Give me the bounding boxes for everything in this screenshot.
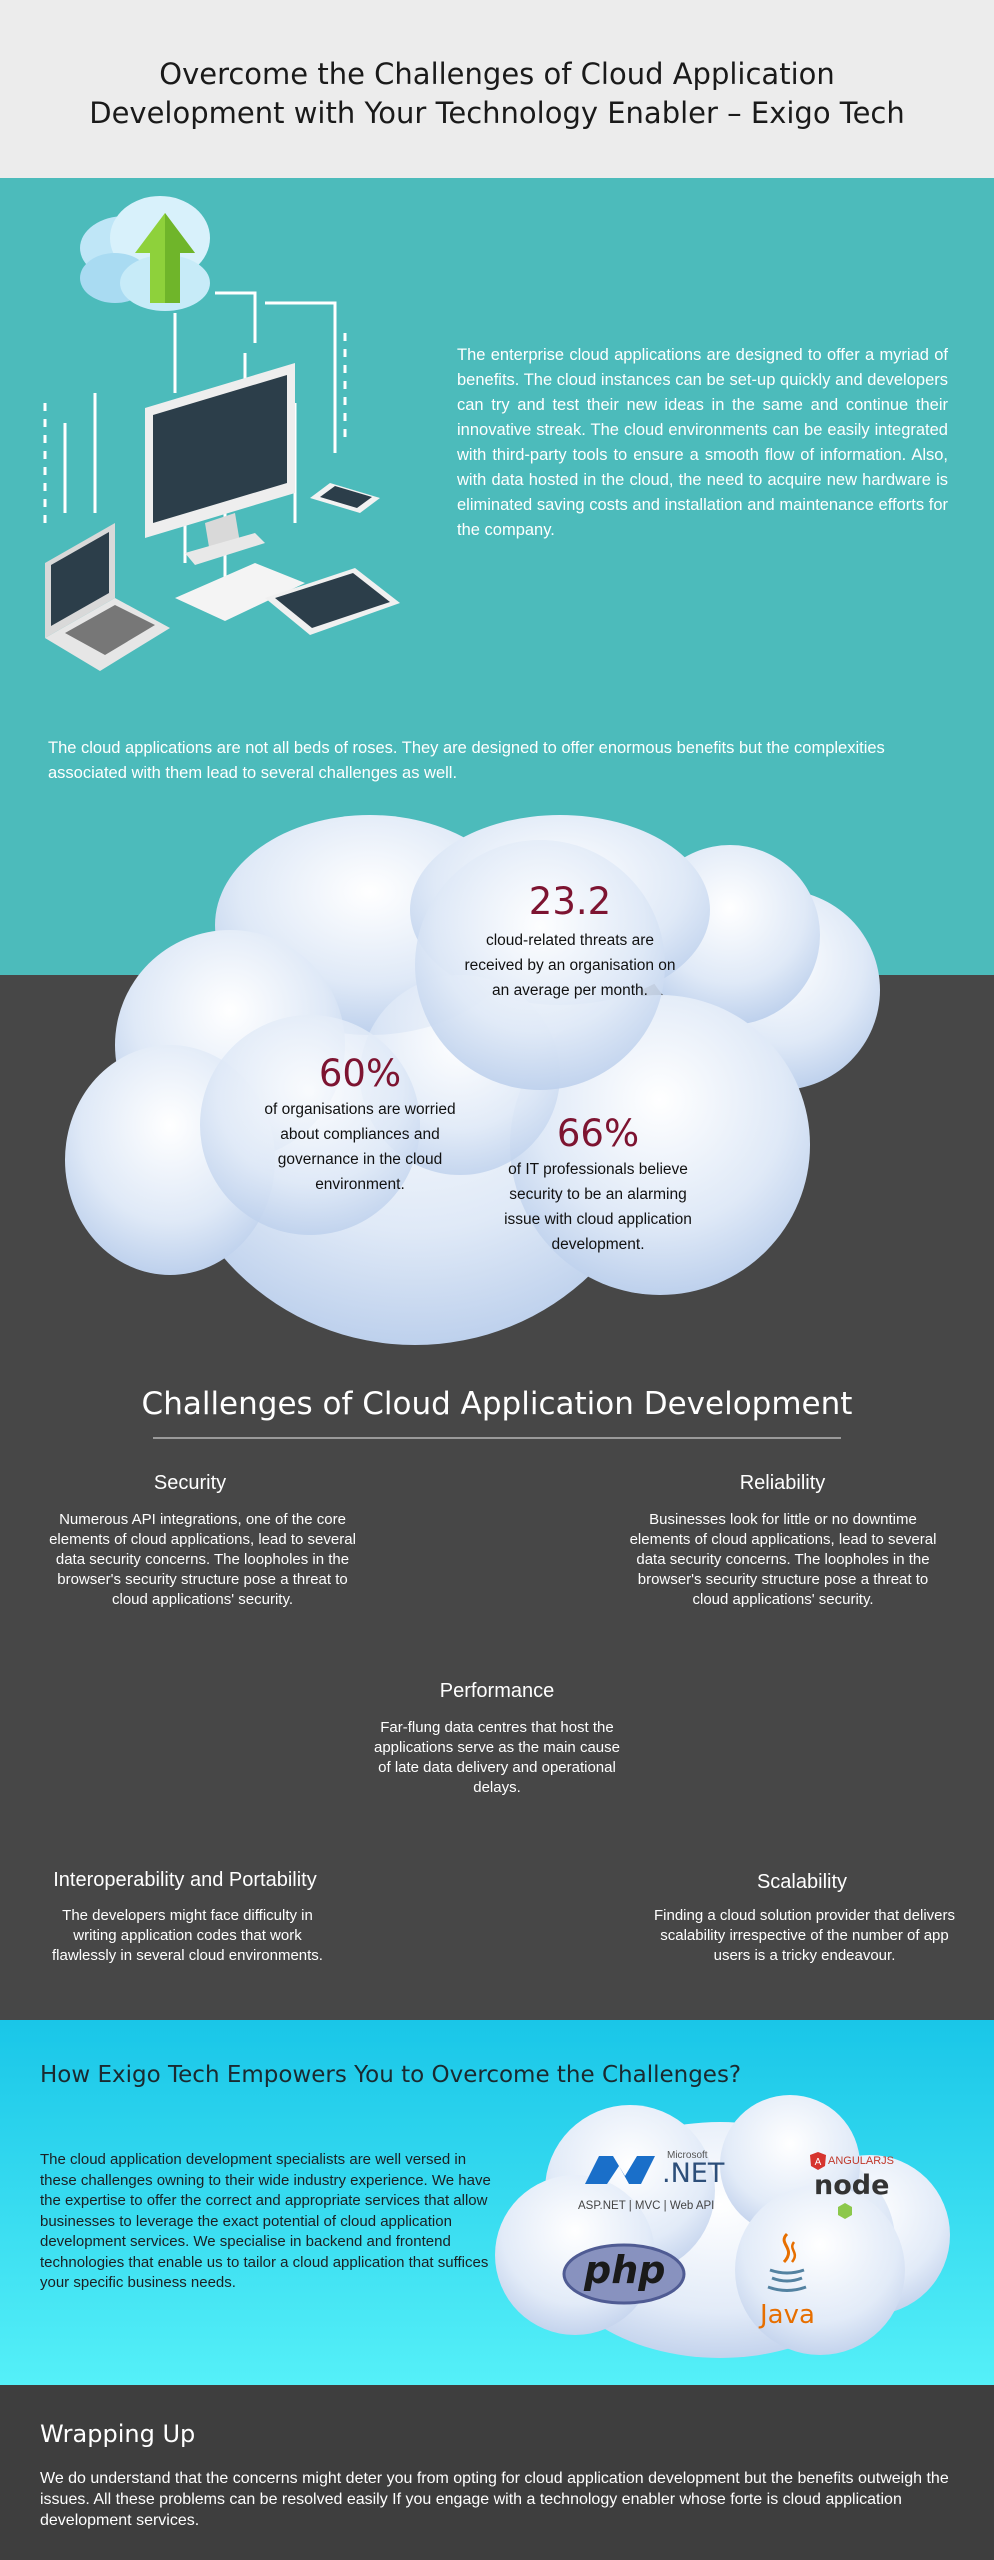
php-logo-icon <box>562 2243 686 2305</box>
intro-note: The cloud applications are not all beds … <box>48 739 885 782</box>
challenge-text-interoperability: The developers might face difficulty in … <box>52 1907 323 1964</box>
challenges-title: Challenges of Cloud Application Developm… <box>141 1386 853 1422</box>
empower-paragraph: The cloud application development specia… <box>40 2151 491 2291</box>
angular-label: ANGULARJS <box>828 2155 895 2167</box>
stat-text-compliance: of organisations are worried about compl… <box>264 1101 456 1193</box>
header-section: Overcome the Challenges of Cloud Applica… <box>0 0 994 178</box>
stat-value-security: 66% <box>556 1112 640 1155</box>
angular-logo-icon: A <box>810 2152 826 2170</box>
wrap-up-title: Wrapping Up <box>40 2420 196 2448</box>
challenge-text-performance: Far-flung data centres that host the app… <box>374 1719 620 1796</box>
svg-text:A: A <box>815 2157 822 2168</box>
challenge-title-scalability: Scalability <box>756 1871 848 1893</box>
java-cup-icon <box>767 2232 807 2292</box>
challenge-text-security: Numerous API integrations, one of the co… <box>49 1511 356 1608</box>
tablet-icon <box>265 568 400 635</box>
challenge-title-reliability: Reliability <box>739 1472 826 1494</box>
empower-title: How Exigo Tech Empowers You to Overcome … <box>40 2062 742 2088</box>
challenge-title-security: Security <box>153 1472 227 1494</box>
stat-value-threats: 23.2 <box>528 880 612 923</box>
node-hexagon-icon <box>838 2203 852 2219</box>
intro-paragraph: The enterprise cloud applications are de… <box>457 346 948 539</box>
phone-icon <box>310 483 380 513</box>
keyboard-icon <box>175 563 305 621</box>
wrap-up-section <box>0 2385 994 2560</box>
monitor-icon <box>145 363 295 565</box>
dotnet-sublabel: ASP.NET | MVC | Web API <box>578 2200 715 2212</box>
java-label: Java <box>760 2300 815 2330</box>
dotnet-label: .NET <box>662 2158 725 2189</box>
laptop-icon <box>45 523 170 671</box>
stats-cloud-graphic <box>65 815 880 1345</box>
cloud-devices-illustration <box>43 196 400 671</box>
stat-text-security: of IT professionals believe security to … <box>504 1161 692 1253</box>
page-title: Overcome the Challenges of Cloud Applica… <box>89 57 905 130</box>
microsoft-label: Microsoft <box>667 2150 708 2161</box>
node-label: node <box>814 2170 890 2201</box>
stat-text-threats: cloud-related threats are received by an… <box>464 932 676 999</box>
challenge-title-interoperability: Interoperability and Portability <box>53 1869 317 1891</box>
wrap-up-paragraph: We do understand that the concerns might… <box>40 2470 949 2529</box>
technology-cloud-graphic <box>495 2095 950 2358</box>
stat-value-compliance: 60% <box>318 1052 402 1095</box>
php-label: php <box>584 2248 666 2292</box>
dotnet-logo-icon <box>585 2156 655 2184</box>
challenge-text-scalability: Finding a cloud solution provider that d… <box>653 1907 955 1964</box>
challenge-title-performance: Performance <box>439 1680 555 1702</box>
title-divider <box>153 1437 841 1439</box>
challenge-text-reliability: Businesses look for little or no downtim… <box>629 1511 937 1608</box>
upload-cloud-icon <box>80 196 210 311</box>
